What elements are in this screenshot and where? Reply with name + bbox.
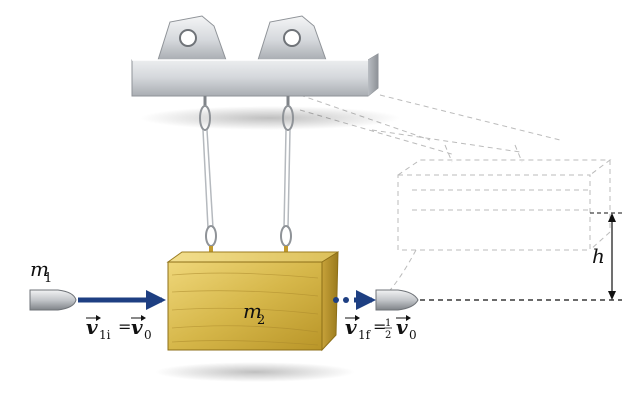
svg-text:v: v [396, 315, 408, 339]
svg-text:1f: 1f [358, 328, 372, 342]
svg-text:h: h [592, 244, 605, 268]
exiting-bullet [375, 289, 419, 311]
incoming-bullet [29, 289, 77, 311]
exiting-velocity-arrow [333, 290, 376, 310]
ghost-block-side [589, 160, 611, 251]
label-initial-velocity: v 1i = v 0 [86, 315, 152, 342]
ghost-block-top [397, 159, 612, 176]
support-beam [131, 15, 400, 130]
wooden-block [155, 251, 355, 382]
svg-text:=: = [118, 317, 131, 336]
mounting-lug-left [157, 15, 227, 61]
swing-path [384, 249, 417, 297]
svg-text:2: 2 [257, 313, 265, 328]
mounting-lug-right [257, 15, 327, 61]
svg-text:0: 0 [409, 328, 417, 342]
svg-text:v: v [345, 315, 357, 339]
svg-text:m: m [30, 257, 49, 281]
svg-text:1: 1 [44, 271, 52, 286]
svg-text:0: 0 [144, 328, 152, 342]
ghost-block-front [397, 174, 591, 251]
ghost-string-left [299, 94, 431, 141]
svg-text:v: v [86, 315, 98, 339]
svg-text:1i: 1i [99, 328, 111, 342]
svg-text:2: 2 [385, 330, 391, 341]
label-h: h [592, 244, 605, 268]
height-indicator [420, 212, 622, 301]
svg-text:=: = [373, 317, 386, 336]
displaced-block-outline [299, 94, 612, 297]
label-final-velocity: v 1f = 1 2 v 0 [345, 315, 417, 342]
svg-text:m: m [243, 299, 262, 323]
label-m1: m 1 [30, 257, 52, 286]
ghost-string-far [379, 94, 561, 141]
label-m2: m 2 [243, 299, 265, 328]
svg-text:v: v [131, 315, 143, 339]
svg-text:1: 1 [385, 318, 391, 329]
